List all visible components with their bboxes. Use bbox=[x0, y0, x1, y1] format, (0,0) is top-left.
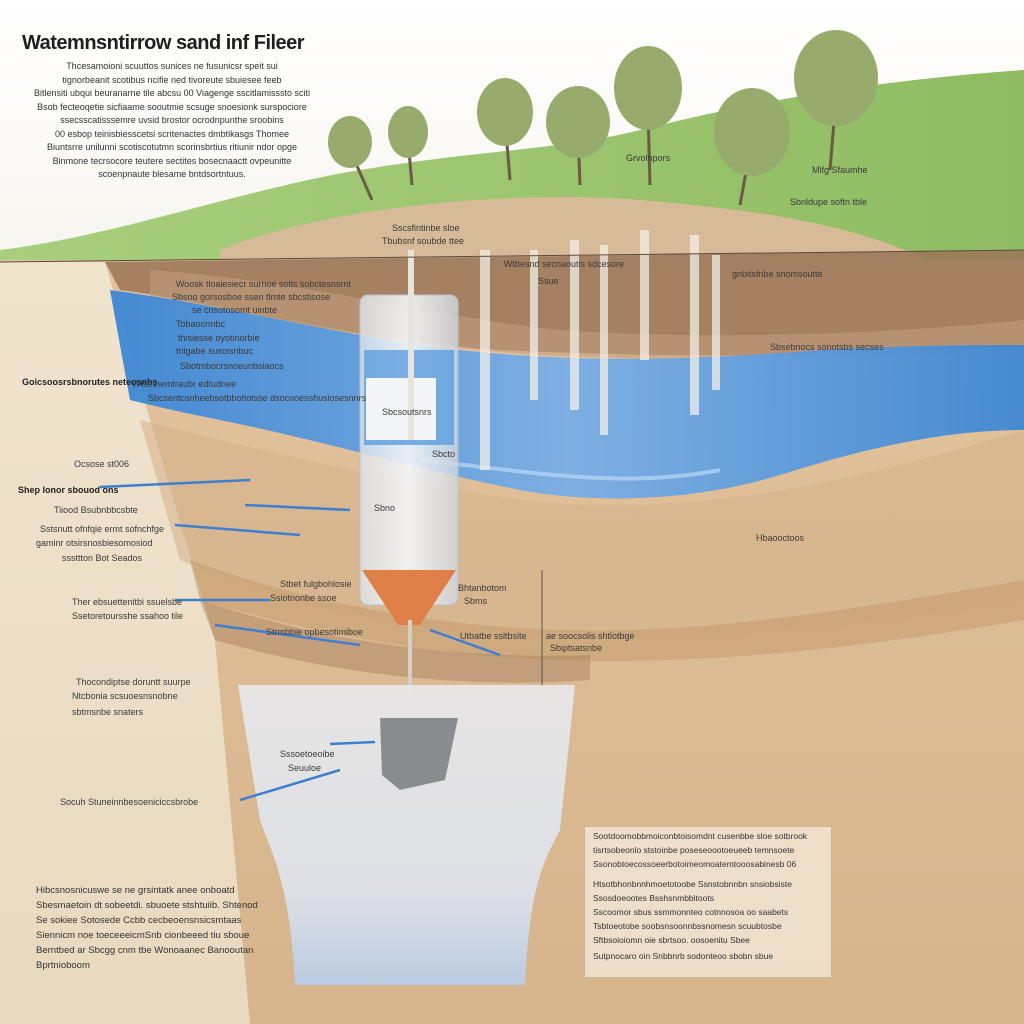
intro-line: 00 esbop teinisbiesscetsi scritenactes d… bbox=[55, 128, 289, 139]
intro-line: Bitlensiti ubqui beuranarne tile abcsu 0… bbox=[34, 88, 310, 98]
legend-line: Sutpnocaro oin Snbbnrb sodonteoo sbobn s… bbox=[593, 951, 774, 961]
infiltration-pipes bbox=[480, 230, 720, 470]
lower-note: Hibcsnosnicuswe se ne grsintatk anee onb… bbox=[36, 883, 296, 973]
funnel-cone bbox=[362, 570, 456, 625]
top-sand-sublabel: Tbubsnf soubde ttee bbox=[382, 236, 465, 246]
left-panel bbox=[0, 262, 250, 1024]
aquifer-label: Goicsoosrsbnorutes neteosnbs bbox=[22, 377, 158, 387]
filter-column bbox=[359, 250, 459, 720]
left-block-label: Sbsoo gorsosboe ssen tlmte sbcstisose bbox=[172, 292, 331, 302]
right-label: ae soocsolis shtlotbge bbox=[546, 631, 635, 641]
note-line: Siennicm noe toeceeeicmSnb cionbeeed tiu… bbox=[36, 930, 250, 941]
basin-float bbox=[380, 718, 458, 790]
side-label: gaminr otsirsnosbiesomosiod bbox=[36, 538, 153, 548]
intro-line: Binmone tecrsocore teutere sectites bose… bbox=[52, 155, 292, 166]
intro-line: scoenpnaute blesame bntdsortntuus. bbox=[98, 169, 246, 179]
clay-shading bbox=[150, 270, 1024, 360]
left-label: sbtmsnbe snaters bbox=[72, 707, 144, 717]
left-mid-label: Tobaocrmbc bbox=[176, 319, 226, 329]
note-line: Se sokiee Sotosede Ccbb cecbeoensnsicsmt… bbox=[36, 915, 242, 926]
gravel-layer bbox=[190, 560, 1024, 661]
mid-label: Ssiotnonbe ssoe bbox=[270, 593, 337, 603]
tree-row bbox=[328, 30, 878, 206]
right-water-label: Sbsebnocs sonotsbs secses bbox=[770, 342, 884, 352]
mid-label: Utbatbe ssltbsite bbox=[460, 631, 527, 641]
legend-line: Htsotbhonbnnhmoetotoobe Ssnstobnnbn snsi… bbox=[593, 879, 792, 889]
legend-line: Sscoomor sbus ssmmonnteo cotnnosoa oo sa… bbox=[593, 907, 789, 917]
note-line: Hibcsnosnicuswe se ne grsintatk anee onb… bbox=[36, 885, 235, 896]
side-label: Tiiood Bsubnbbcsbte bbox=[54, 505, 138, 515]
left-block-label: se cnsotosomt uinbte bbox=[192, 305, 278, 315]
pipe-label: Bhtanbotom bbox=[458, 583, 507, 593]
aquifer-sublabel: Wtsethemtraubr edtudnee bbox=[132, 379, 237, 389]
intro-paragraph: Thcesamoioni scuuttos sunices ne fusunic… bbox=[22, 60, 322, 182]
mid-label: Strmbbie opbesotimiboe bbox=[266, 627, 364, 637]
side-label: Sstsnutt ofnfqie ermt sofnchfge bbox=[40, 524, 165, 534]
chamber-label: Sbcsoutsnrs bbox=[382, 407, 432, 417]
hatchery-label: Hbaooctoos bbox=[756, 533, 805, 543]
note-line: Bprtnioboom bbox=[36, 960, 90, 971]
soil-mound bbox=[220, 197, 930, 270]
shadow-label: Sbnldupe softn tble bbox=[790, 197, 868, 207]
legend-line: Sootdoomobbmoiconbtoisomdnt cusenbbe slo… bbox=[593, 831, 808, 841]
legend-line: Tsbtoeotobe soobsnsoonnbssnomesn scuubto… bbox=[593, 921, 782, 931]
legend-line: tisrtsobeonlo ststoinbe poseseoootoeueeb… bbox=[593, 845, 795, 855]
water-highlight bbox=[419, 458, 721, 481]
left-label: Ssetoretoursshe ssahoo tile bbox=[72, 611, 184, 621]
intro-line: Thcesamoioni scuuttos sunices ne fusunic… bbox=[66, 61, 278, 71]
intro-line: Bsob fecteoqetie sicfiaame sooutmie scsu… bbox=[37, 101, 307, 112]
pipe-sublabel: Sbms bbox=[464, 596, 488, 606]
right-label: Sbiptsatsnbe bbox=[550, 643, 603, 653]
aquifer-water bbox=[110, 290, 1024, 499]
compact-layer bbox=[200, 600, 590, 683]
mid-label: Stbet fulgbohlosie bbox=[280, 579, 352, 589]
basin-label: Sssoetoeoibe bbox=[280, 749, 335, 759]
left-label: Thocondiptse doruntt suurpe bbox=[76, 677, 191, 687]
basin-label: Seuuloe bbox=[288, 763, 322, 773]
diagram-title: Watemnsntirrow sand inf Fileer bbox=[22, 32, 305, 54]
intro-line: ssecsscatisssemre uvsid brostor ocrodnpu… bbox=[60, 115, 284, 125]
legend-box: Sootdoomobbmoiconbtoisomdnt cusenbbe slo… bbox=[584, 826, 832, 978]
note-line: Berntbed ar Sbcgg cnm tbe Wonoaanec Bano… bbox=[36, 945, 254, 956]
side-label: Shep lonor sbouod ons bbox=[18, 485, 119, 495]
mid-label: Sbno bbox=[374, 503, 396, 513]
trees-label: Grvolnpors bbox=[626, 153, 671, 163]
left-label: Ntcbonia scsuoesnsnobne bbox=[72, 691, 178, 701]
mfg-label: Mlfg Sfaumhe bbox=[812, 165, 868, 175]
legend-line: Ssosdoeootes Bsshsnmbbitoots bbox=[593, 893, 714, 903]
legend-line: Sftbsoioiomn oie sbrtsoo. oosoenitu Sbee bbox=[593, 935, 750, 945]
ground-label: Ssue bbox=[538, 276, 559, 286]
side-label: sssttton Bot Seados bbox=[62, 553, 143, 563]
right-ground-label: gnbitsfnbe snomsoutte bbox=[732, 269, 823, 279]
aquifer-description: Sbcsentcsnheebsotbbotiotsse dsocnoesshus… bbox=[148, 393, 367, 403]
ground-surface-line bbox=[0, 249, 1024, 263]
flow-arrows bbox=[99, 478, 501, 802]
side-label: Ocsose st006 bbox=[74, 459, 130, 469]
intro-line: tignorbeanit scotibus ncifie ned tivoreu… bbox=[62, 74, 282, 85]
left-label: Ther ebsuettenitbi ssuelsbe bbox=[72, 597, 183, 607]
chamber-small-label: Sbcto bbox=[432, 449, 456, 459]
note-line: Sbesmaetoin dt sobeetdi. sbuoete stshtui… bbox=[36, 900, 258, 911]
collection-basin bbox=[238, 685, 575, 985]
left-mid-label: thisiesse oyotinorbie bbox=[178, 333, 260, 343]
water-table-label: Wtbesnd secnaoutis sdcesore bbox=[504, 259, 625, 269]
left-mid-label: trilgabe susoisnbuc bbox=[176, 346, 254, 356]
legend-line: Ssonobtoecossoeerbotoimeomoatemtooosabin… bbox=[593, 859, 797, 869]
top-sand-label: Sscsfintinbe sloe bbox=[392, 223, 460, 233]
left-block-label: Woosk tloaiesiecr surnoe sotls sobctesns… bbox=[176, 279, 351, 289]
left-mid-label: Sbotmbocrsnoeunbsiaocs bbox=[180, 361, 284, 371]
left-label: Socuh Stuneinnbesoeniciccsbrobe bbox=[60, 797, 199, 807]
intro-line: Biuntsrre unilunni scotiscotutmn scorins… bbox=[46, 142, 298, 152]
